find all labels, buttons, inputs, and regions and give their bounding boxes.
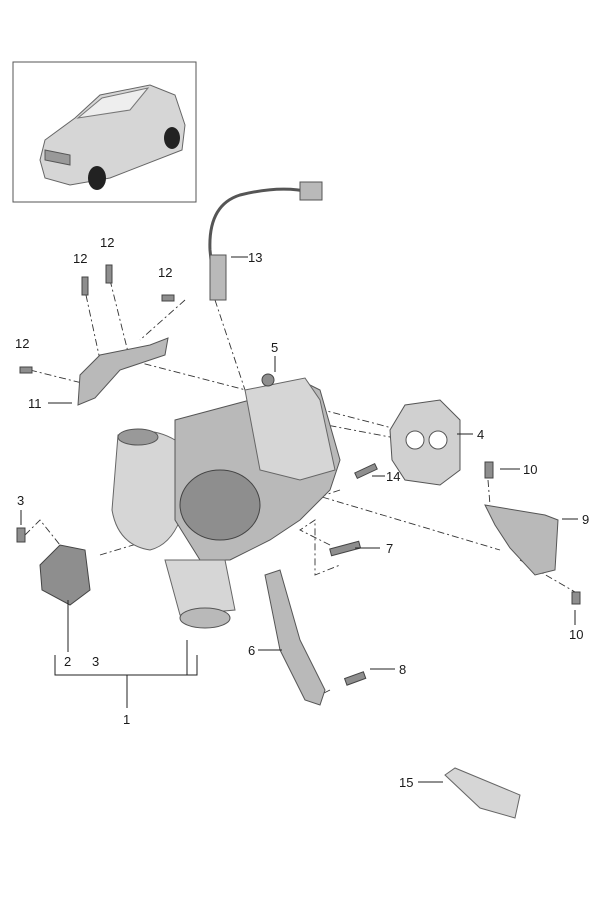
support-6[interactable]	[264, 569, 326, 706]
callout-12[interactable]: 12	[15, 336, 29, 351]
callout-labels: 12 12 12 12 13 5 11 4 10 10 14 9 3 3 7 2…	[15, 235, 589, 790]
callout-7[interactable]: 7	[386, 541, 393, 556]
callout-9[interactable]: 9	[582, 512, 589, 527]
callout-3[interactable]: 3	[92, 654, 99, 669]
oxygen-sensor[interactable]	[208, 181, 323, 301]
heat-shield-bracket-11[interactable]	[77, 337, 169, 406]
callout-8[interactable]: 8	[399, 662, 406, 677]
callout-3[interactable]: 3	[17, 493, 24, 508]
callout-2[interactable]: 2	[64, 654, 71, 669]
leader-lines	[20, 256, 578, 783]
callout-10[interactable]: 10	[569, 627, 583, 642]
stud-14	[354, 462, 378, 480]
sealant-tube-15[interactable]	[444, 767, 521, 819]
callout-10[interactable]: 10	[523, 462, 537, 477]
bolts-10	[484, 461, 581, 605]
turbocharger[interactable]	[111, 377, 341, 629]
callout-4[interactable]: 4	[477, 427, 484, 442]
callout-12[interactable]: 12	[73, 251, 87, 266]
callout-11[interactable]: 11	[28, 396, 42, 411]
callout-14[interactable]: 14	[386, 469, 400, 484]
vehicle-thumbnail[interactable]	[12, 61, 197, 203]
callout-13[interactable]: 13	[248, 250, 262, 265]
callout-12[interactable]: 12	[158, 265, 172, 280]
callout-1[interactable]: 1	[123, 712, 130, 727]
callout-5[interactable]: 5	[271, 340, 278, 355]
nut-5	[261, 373, 275, 387]
bracket-9[interactable]	[484, 504, 559, 576]
bolt-8	[343, 671, 367, 686]
callout-12[interactable]: 12	[100, 235, 114, 250]
bolt-7	[329, 540, 362, 557]
callout-15[interactable]: 15	[399, 775, 413, 790]
callout-6[interactable]: 6	[248, 643, 255, 658]
car-icon	[39, 84, 186, 190]
gasket-4[interactable]	[389, 399, 461, 486]
bracket-2[interactable]	[39, 544, 91, 606]
bolt-3	[16, 527, 26, 543]
bolts-12	[19, 264, 175, 374]
